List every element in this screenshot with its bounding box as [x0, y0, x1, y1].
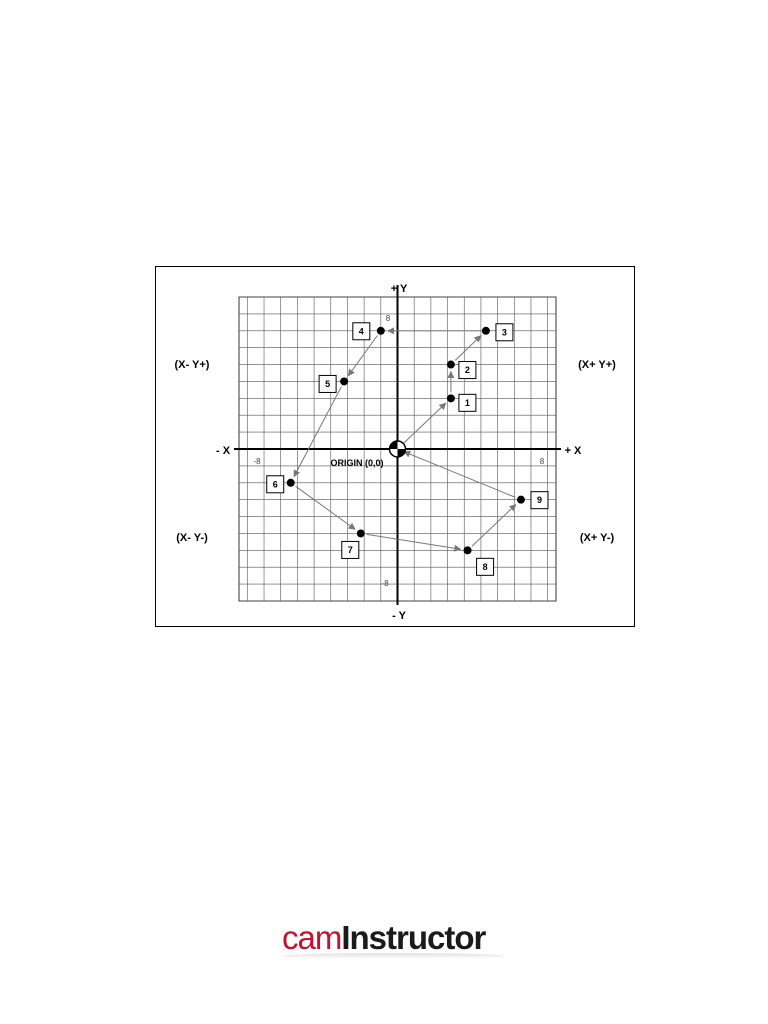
point-marker	[356, 529, 365, 538]
point-label: 7	[348, 545, 353, 555]
point-marker	[446, 394, 455, 403]
point-label-box	[318, 374, 337, 393]
point-marker	[446, 360, 455, 369]
toolpath-arrow	[471, 504, 517, 547]
point-marker	[481, 326, 490, 335]
toolpath-arrow	[295, 485, 356, 530]
point-label: 2	[465, 365, 470, 375]
minus-x-label: - X	[216, 445, 231, 457]
point-marker	[286, 478, 295, 487]
toolpath-arrow	[366, 533, 462, 552]
point-label: 6	[273, 479, 278, 489]
quadrant-label-q2: (X- Y+)	[175, 359, 210, 371]
point-marker	[516, 495, 525, 504]
tick-label-x-pos: 8	[540, 457, 545, 466]
point-label-box	[530, 491, 549, 510]
point-label-box	[266, 475, 285, 494]
origin-label: ORIGIN (0,0)	[330, 458, 383, 468]
point-label-box	[458, 361, 477, 380]
toolpath	[293, 327, 517, 552]
point-label: 1	[465, 398, 470, 408]
quadrant-label-q4: (X+ Y-)	[580, 532, 615, 544]
point-label-box	[458, 393, 477, 412]
point-label-box	[352, 322, 371, 341]
toolpath-arrow	[401, 402, 447, 446]
minus-y-label: - Y	[392, 610, 407, 622]
quadrant-label-q1: (X+ Y+)	[578, 359, 616, 371]
origin-marker-quadrant	[397, 449, 406, 457]
tick-label-y-pos: 8	[386, 314, 391, 323]
point-marker	[340, 377, 349, 386]
point-label: 3	[502, 327, 507, 337]
point-label: 8	[483, 562, 488, 572]
toolpath-arrow	[403, 450, 516, 498]
toolpath-arrow	[454, 335, 482, 361]
point-label-box	[476, 557, 495, 576]
point-label: 9	[537, 495, 542, 505]
point-label-box	[495, 323, 514, 342]
origin-marker	[388, 440, 407, 458]
points: 1 2 3 4 5 6 7 8 9	[266, 322, 549, 576]
point-marker	[463, 546, 472, 555]
tick-label-y-neg: -8	[381, 579, 389, 588]
toolpath-arrow	[347, 335, 378, 377]
logo-part-instructor: Instructor	[341, 919, 486, 956]
origin-marker-quadrant	[389, 441, 398, 449]
logo-reflection	[282, 953, 504, 959]
plus-y-label: + Y	[391, 283, 408, 295]
point-label: 4	[359, 326, 364, 336]
quadrant-label-q3: (X- Y-)	[176, 532, 208, 544]
logo-part-cam: cam	[282, 919, 342, 956]
point-label-box	[341, 540, 360, 559]
toolpath-arrow	[293, 386, 342, 478]
coordinate-diagram: 1 2 3 4 5 6 7 8 9 + Y - Y + X - X (X- Y+) (X+ Y+…	[155, 266, 635, 627]
diagram-canvas: 1 2 3 4 5 6 7 8 9 + Y - Y + X - X (X- Y+) (X+ Y+…	[175, 283, 617, 622]
caminstructor-logo: camInstructor	[282, 918, 486, 958]
tick-label-x-neg: -8	[253, 457, 261, 466]
point-label: 5	[325, 379, 330, 389]
plus-x-label: + X	[565, 445, 582, 457]
point-marker	[376, 326, 385, 335]
